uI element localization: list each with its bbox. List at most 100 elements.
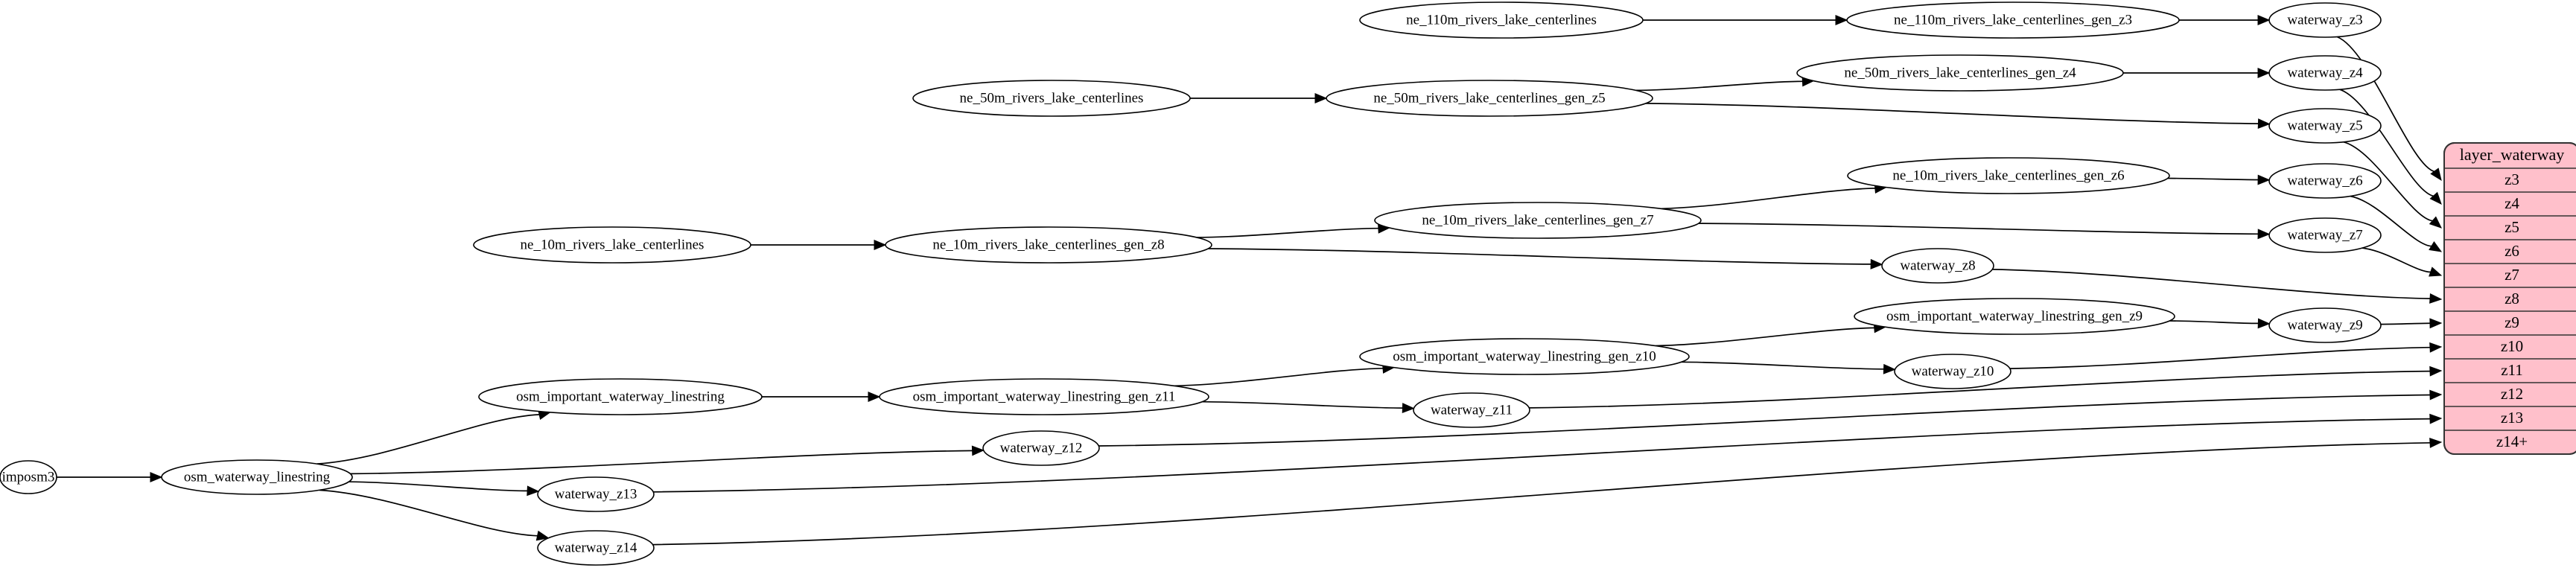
layer-table-row-z6[interactable]: z6 <box>2444 239 2576 260</box>
edge-arrowhead <box>1314 93 1328 103</box>
node-waterway_z13[interactable]: waterway_z13 <box>537 476 655 512</box>
edge-osm_important_waterway_linestring_gen_z10-to-osm_important_waterway_linestring_gen_z9 <box>1656 322 1887 347</box>
edge-arrowhead <box>2429 437 2443 448</box>
layer-table-row-label: z7 <box>2505 266 2519 284</box>
edge-arrowhead <box>1835 15 1848 25</box>
edge-line <box>1661 188 1876 210</box>
node-ellipse <box>2268 55 2382 91</box>
node-label: ne_110m_rivers_lake_centerlines <box>1406 12 1597 28</box>
node-waterway_z12[interactable]: waterway_z12 <box>982 430 1100 466</box>
node-ellipse <box>537 530 655 566</box>
node-ellipse <box>473 226 751 264</box>
layer-table-row-z14plus[interactable]: z14+ <box>2444 430 2576 450</box>
node-waterway_z8[interactable]: waterway_z8 <box>1881 248 1994 284</box>
node-ne_50m_rivers_lake_centerlines_gen_z4[interactable]: ne_50m_rivers_lake_centerlines_gen_z4 <box>1796 54 2124 92</box>
layer-table-row-label: z11 <box>2501 361 2523 379</box>
node-waterway_z7[interactable]: waterway_z7 <box>2268 217 2382 253</box>
nodes-layer: imposm3 osm_waterway_linestring osm_import… <box>0 1 2382 566</box>
node-ne_10m_rivers_lake_centerlines_gen_z7[interactable]: ne_10m_rivers_lake_centerlines_gen_z7 <box>1374 202 1702 239</box>
layer-table-row-z11[interactable]: z11 <box>2444 358 2576 379</box>
edge-osm_important_waterway_linestring_gen_z10-to-waterway_z10 <box>1681 361 1896 374</box>
node-ne_10m_rivers_lake_centerlines[interactable]: ne_10m_rivers_lake_centerlines <box>473 226 751 264</box>
edge-line <box>1645 103 2259 124</box>
edge-line <box>317 414 541 465</box>
node-osm_important_waterway_linestring_gen_z11[interactable]: osm_important_waterway_linestring_gen_z1… <box>879 378 1209 415</box>
edge-arrowhead <box>2429 389 2443 401</box>
edge-waterway_z5-to-layer_waterway-z5 <box>2343 141 2442 229</box>
edge-waterway_z14-to-layer_waterway-z14- <box>652 437 2443 546</box>
node-ellipse <box>161 459 353 495</box>
node-label: waterway_z6 <box>2287 173 2362 188</box>
layer-table-row-z8[interactable]: z8 <box>2444 287 2576 307</box>
layer-table-row-z10[interactable]: z10 <box>2444 334 2576 355</box>
node-label: waterway_z11 <box>1431 402 1513 418</box>
node-waterway_z3[interactable]: waterway_z3 <box>2268 2 2382 38</box>
node-osm_important_waterway_linestring_gen_z9[interactable]: osm_important_waterway_linestring_gen_z9 <box>1854 298 2175 335</box>
node-waterway_z9[interactable]: waterway_z9 <box>2268 307 2382 343</box>
node-waterway_z14[interactable]: waterway_z14 <box>537 530 655 566</box>
edge-line <box>1202 401 1404 409</box>
node-ne_10m_rivers_lake_centerlines_gen_z6[interactable]: ne_10m_rivers_lake_centerlines_gen_z6 <box>1847 157 2170 194</box>
node-label: ne_10m_rivers_lake_centerlines_gen_z7 <box>1422 212 1653 228</box>
edge-arrowhead <box>1870 258 1883 269</box>
layer-table-row-z9[interactable]: z9 <box>2444 310 2576 331</box>
node-label: waterway_z10 <box>1912 363 1994 379</box>
layer-table-row-z12[interactable]: z12 <box>2444 382 2576 403</box>
node-label: ne_110m_rivers_lake_centerlines_gen_z3 <box>1894 12 2132 28</box>
edge-line <box>2380 322 2432 325</box>
edge-waterway_z6-to-layer_waterway-z6 <box>2350 195 2443 252</box>
node-waterway_z10[interactable]: waterway_z10 <box>1894 354 2011 389</box>
node-ne_50m_rivers_lake_centerlines_gen_z5[interactable]: ne_50m_rivers_lake_centerlines_gen_z5 <box>1326 80 1653 117</box>
node-label: waterway_z14 <box>555 540 637 555</box>
layer-table-row-z3[interactable]: z3 <box>2505 170 2519 188</box>
edge-arrowhead <box>2257 68 2271 78</box>
node-ne_110m_rivers_lake_centerlines_gen_z3[interactable]: ne_110m_rivers_lake_centerlines_gen_z3 <box>1846 1 2180 39</box>
edge-arrowhead <box>2429 267 2443 277</box>
node-ellipse <box>478 378 763 415</box>
edge-osm_important_waterway_linestring_gen_z9-to-waterway_z9 <box>2169 318 2271 329</box>
layer-table-row-z4[interactable]: z4 <box>2444 191 2576 212</box>
layer-table-row-z5[interactable]: z5 <box>2444 215 2576 236</box>
node-osm_waterway_linestring[interactable]: osm_waterway_linestring <box>161 459 353 495</box>
edge-waterway_z13-to-layer_waterway-z13 <box>653 413 2443 493</box>
layer-table-row-z7[interactable]: z7 <box>2444 263 2576 284</box>
node-ellipse <box>1359 1 1644 39</box>
edge-osm_waterway_linestring-to-waterway_z14 <box>319 489 550 541</box>
node-osm_important_waterway_linestring[interactable]: osm_important_waterway_linestring <box>478 378 763 415</box>
node-ne_50m_rivers_lake_centerlines[interactable]: ne_50m_rivers_lake_centerlines <box>912 80 1191 117</box>
layer-table-row-label: z8 <box>2505 290 2519 307</box>
node-ne_110m_rivers_lake_centerlines[interactable]: ne_110m_rivers_lake_centerlines <box>1359 1 1644 39</box>
edge-line <box>2362 247 2432 273</box>
edge-line <box>1681 361 1885 370</box>
node-waterway_z6[interactable]: waterway_z6 <box>2268 163 2382 199</box>
node-osm_important_waterway_linestring_gen_z10[interactable]: osm_important_waterway_linestring_gen_z1… <box>1359 338 1690 375</box>
node-imposm3[interactable]: imposm3 <box>0 460 57 494</box>
node-ellipse <box>982 430 1100 466</box>
edge-line <box>653 418 2432 493</box>
edge-arrowhead <box>2257 118 2271 129</box>
node-ellipse <box>885 226 1212 264</box>
layer-table-row-z13[interactable]: z13 <box>2444 406 2576 427</box>
node-label: waterway_z4 <box>2287 65 2363 80</box>
edge-osm_waterway_linestring-to-osm_important_waterway_linestring <box>317 409 552 465</box>
edge-line <box>1698 223 2259 235</box>
node-label: waterway_z3 <box>2287 12 2362 28</box>
node-label: osm_important_waterway_linestring <box>516 389 725 404</box>
node-waterway_z4[interactable]: waterway_z4 <box>2268 55 2382 91</box>
layer-table-row-label: z4 <box>2505 194 2519 212</box>
node-ne_10m_rivers_lake_centerlines_gen_z8[interactable]: ne_10m_rivers_lake_centerlines_gen_z8 <box>885 226 1212 264</box>
node-ellipse <box>1359 338 1690 375</box>
node-waterway_z11[interactable]: waterway_z11 <box>1413 392 1530 428</box>
edge-line <box>2339 89 2435 197</box>
edge-arrowhead <box>2257 15 2271 25</box>
edge-arrowhead <box>868 392 881 402</box>
edge-arrowhead <box>874 240 887 250</box>
edge-arrowhead <box>1402 403 1415 414</box>
edge-ne_110m_rivers_lake_centerlines-to-ne_110m_rivers_lake_centerlines_gen_z3 <box>1643 15 1848 25</box>
layer-waterway-table: layer_waterwayz3z4z5z6z7z8z9z10z11z12z13… <box>2443 142 2576 455</box>
node-ellipse <box>1854 298 2175 335</box>
edge-arrowhead <box>2429 241 2443 252</box>
node-waterway_z5[interactable]: waterway_z5 <box>2268 108 2382 144</box>
edge-arrowhead <box>971 445 985 456</box>
edge-waterway_z7-to-layer_waterway-z7 <box>2362 247 2443 277</box>
